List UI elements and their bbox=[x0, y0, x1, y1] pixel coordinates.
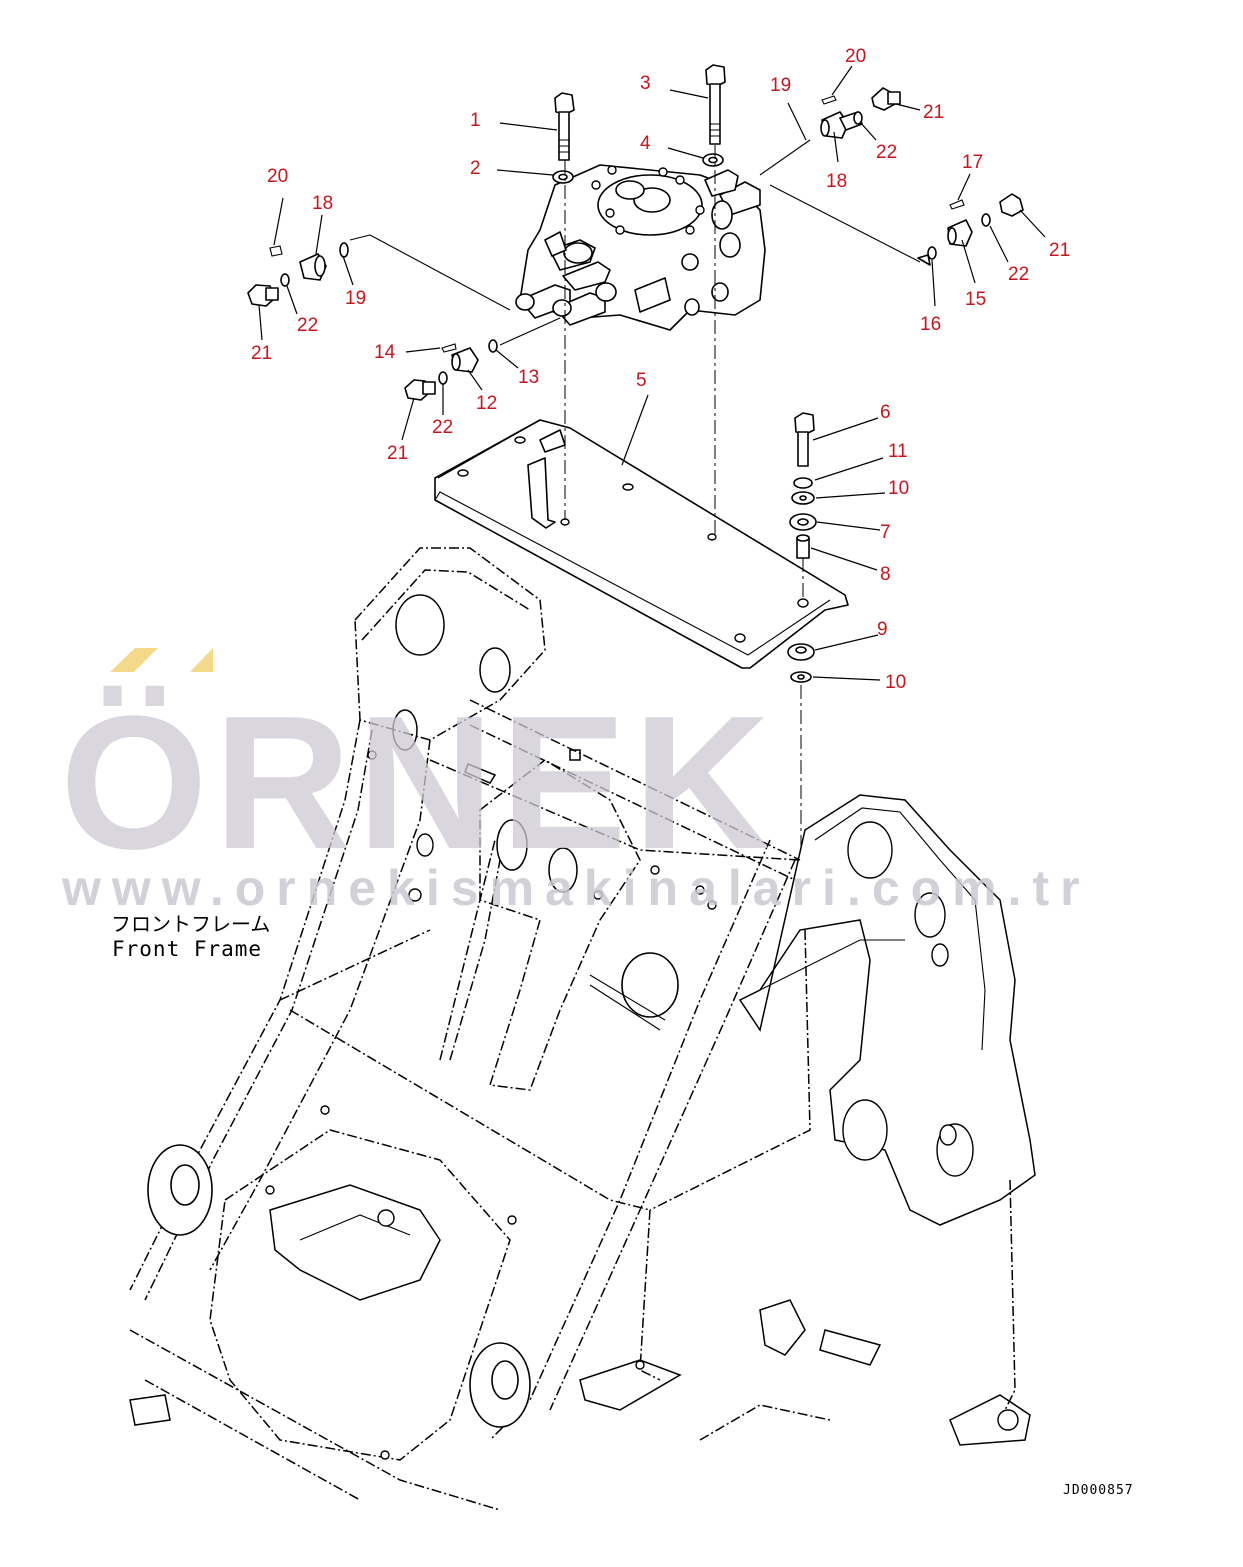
callout-10-lower: 10 bbox=[885, 672, 906, 693]
callout-12: 12 bbox=[476, 393, 497, 414]
callout-20-top: 20 bbox=[845, 46, 866, 67]
callout-7: 7 bbox=[880, 522, 891, 543]
callout-19-top: 19 bbox=[770, 75, 791, 96]
watermark: ÖRNEK www.ornekismakinalari.com.tr bbox=[60, 648, 1091, 916]
watermark-brand: ÖRNEK bbox=[60, 677, 776, 889]
callout-5: 5 bbox=[636, 370, 647, 391]
callout-11: 11 bbox=[888, 441, 908, 462]
callout-22-top: 22 bbox=[876, 142, 897, 163]
callout-21-left: 21 bbox=[251, 343, 272, 364]
callout-1: 1 bbox=[470, 110, 481, 131]
callout-22-right: 22 bbox=[1008, 264, 1029, 285]
callout-13: 13 bbox=[518, 367, 539, 388]
callout-22-left: 22 bbox=[297, 315, 318, 336]
watermark-url: www.ornekismakinalari.com.tr bbox=[61, 860, 1091, 916]
callout-10-upper: 10 bbox=[888, 478, 909, 499]
control-valve bbox=[515, 164, 766, 331]
mounting-plate bbox=[434, 419, 849, 669]
callout-21-top: 21 bbox=[923, 102, 944, 123]
callout-2: 2 bbox=[470, 158, 481, 179]
callout-9: 9 bbox=[877, 619, 888, 640]
callout-15: 15 bbox=[965, 289, 986, 310]
leader-lines bbox=[258, 65, 1046, 681]
callout-21-lower: 21 bbox=[387, 443, 408, 464]
callout-19-left: 19 bbox=[345, 288, 366, 309]
callout-17: 17 bbox=[962, 152, 983, 173]
callout-6: 6 bbox=[880, 402, 891, 423]
callout-16: 16 bbox=[920, 314, 941, 335]
frame-label-japanese: フロントフレーム bbox=[111, 912, 270, 936]
callout-14: 14 bbox=[374, 342, 396, 363]
callout-18-top: 18 bbox=[826, 171, 847, 192]
callout-3: 3 bbox=[640, 73, 651, 94]
callout-22-lower: 22 bbox=[432, 417, 453, 438]
hardware bbox=[247, 64, 1024, 683]
callout-20-left: 20 bbox=[267, 166, 288, 187]
drawing-code: JD000857 bbox=[1063, 1483, 1134, 1498]
frame-label-english: Front Frame bbox=[112, 937, 262, 961]
callout-labels: 1 2 3 4 5 6 7 8 9 10 10 11 12 13 14 15 1… bbox=[251, 46, 1070, 693]
callout-18-left: 18 bbox=[312, 193, 333, 214]
frame-label: フロントフレーム Front Frame bbox=[111, 912, 270, 961]
assembly-lines bbox=[349, 139, 921, 850]
callout-8: 8 bbox=[880, 564, 891, 585]
callout-4: 4 bbox=[640, 133, 651, 154]
callout-21-right: 21 bbox=[1049, 240, 1070, 261]
front-frame bbox=[129, 547, 1036, 1511]
